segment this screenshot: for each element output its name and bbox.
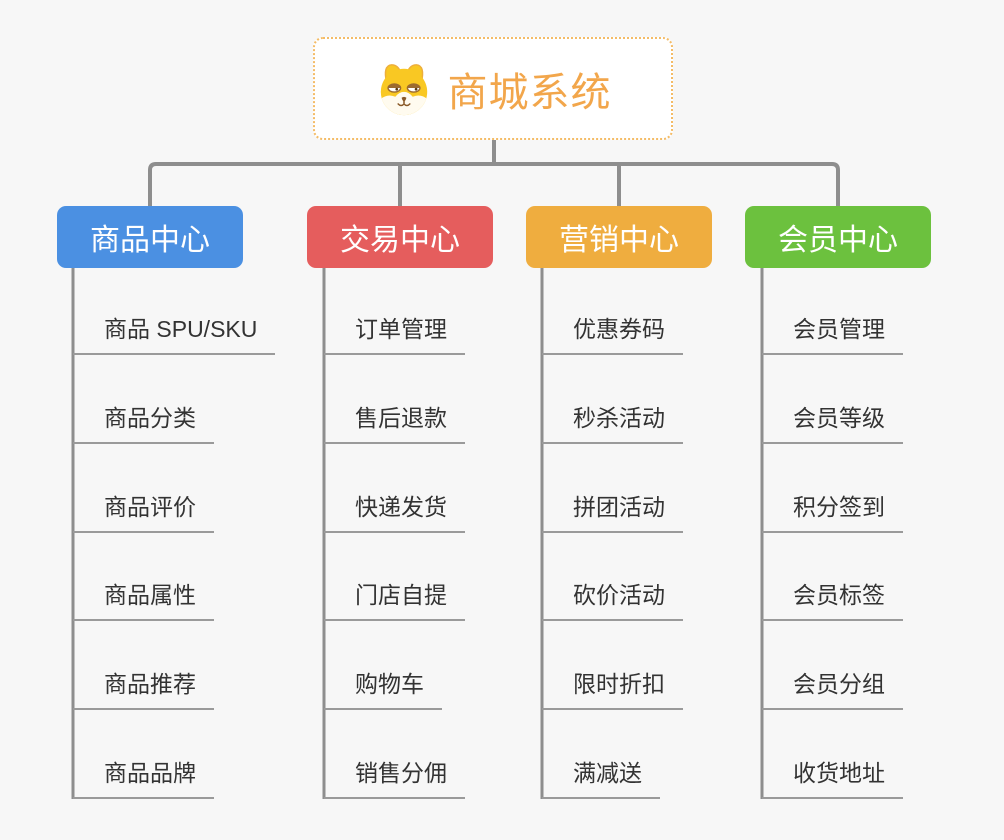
children-column-trade: 订单管理 售后退款 快递发货 门店自提 购物车 销售分佣: [324, 268, 584, 799]
child-node[interactable]: 收货地址: [762, 758, 903, 799]
child-node[interactable]: 商品品牌: [73, 758, 214, 799]
child-node[interactable]: 拼团活动: [542, 492, 683, 533]
child-node[interactable]: 会员标签: [762, 580, 903, 621]
child-node[interactable]: 限时折扣: [542, 669, 683, 710]
child-node[interactable]: 商品分类: [73, 403, 214, 444]
children-column-member: 会员管理 会员等级 积分签到 会员标签 会员分组 收货地址: [762, 268, 1004, 799]
child-node[interactable]: 会员管理: [762, 314, 903, 355]
child-node[interactable]: 优惠券码: [542, 314, 683, 355]
child-node[interactable]: 商品属性: [73, 580, 214, 621]
children-column-marketing: 优惠券码 秒杀活动 拼团活动 砍价活动 限时折扣 满减送: [542, 268, 802, 799]
branch-label: 商品中心: [90, 224, 210, 257]
children-column-product: 商品 SPU/SKU 商品分类 商品评价 商品属性 商品推荐 商品品牌: [73, 268, 333, 799]
child-node[interactable]: 商品 SPU/SKU: [73, 314, 276, 355]
branch-node-product-center[interactable]: 商品中心: [57, 206, 243, 268]
branch-label: 交易中心: [340, 224, 460, 257]
child-node[interactable]: 满减送: [542, 758, 660, 799]
child-node[interactable]: 积分签到: [762, 492, 903, 533]
child-node[interactable]: 商品评价: [73, 492, 214, 533]
child-node[interactable]: 秒杀活动: [542, 403, 683, 444]
child-node[interactable]: 会员等级: [762, 403, 903, 444]
child-node[interactable]: 购物车: [324, 669, 442, 710]
dog-face-icon: [380, 63, 427, 115]
child-node[interactable]: 砍价活动: [542, 580, 683, 621]
branch-node-trade-center[interactable]: 交易中心: [307, 206, 493, 268]
child-node[interactable]: 销售分佣: [324, 758, 465, 799]
child-node[interactable]: 会员分组: [762, 669, 903, 710]
root-node-mall-system[interactable]: 商城系统: [313, 37, 673, 140]
branch-label: 营销中心: [559, 224, 679, 257]
branch-node-marketing-center[interactable]: 营销中心: [526, 206, 712, 268]
branch-label: 会员中心: [778, 224, 898, 257]
child-node[interactable]: 售后退款: [324, 403, 465, 444]
branch-node-member-center[interactable]: 会员中心: [745, 206, 931, 268]
root-title: 商城系统: [447, 70, 612, 115]
child-node[interactable]: 订单管理: [324, 314, 465, 355]
child-node[interactable]: 快递发货: [324, 492, 465, 533]
child-node[interactable]: 门店自提: [324, 580, 465, 621]
child-node[interactable]: 商品推荐: [73, 669, 214, 710]
